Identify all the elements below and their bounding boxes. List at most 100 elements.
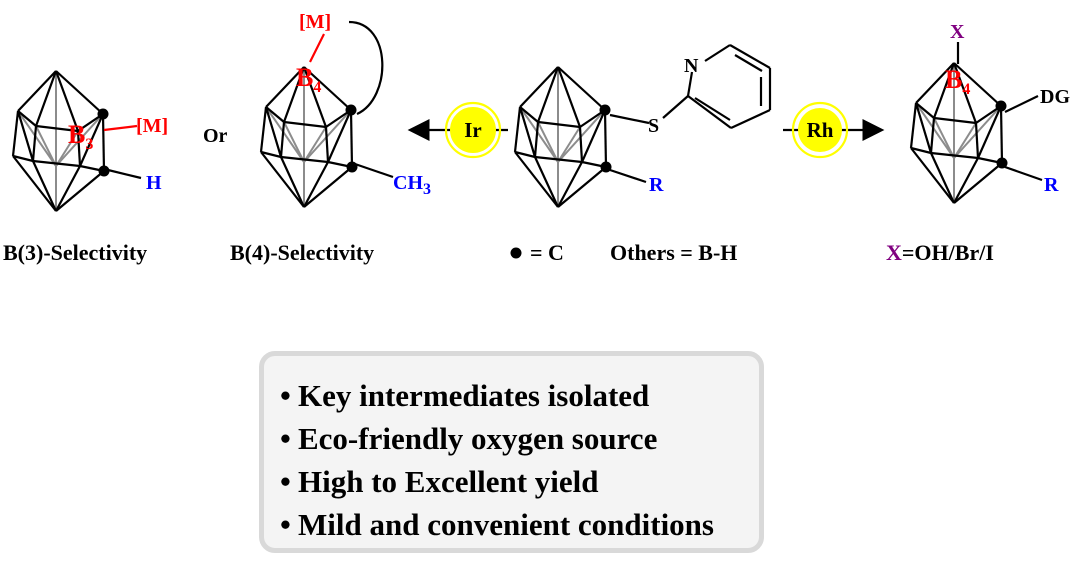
cage-bond [929, 117, 936, 154]
cage-bond [17, 110, 37, 127]
carborane-cage-product [909, 62, 1008, 204]
b3-atom-label: B3 [68, 120, 93, 153]
others-legend-label: Others = B-H [610, 240, 737, 265]
carborane-cage-b3 [11, 70, 110, 212]
features-list: •Key intermediates isolated •Eco-friendl… [280, 374, 759, 546]
cage-bond [283, 121, 305, 163]
cage-bond [910, 146, 932, 155]
carbon-vertex-icon [98, 165, 110, 177]
c-methyl-bond [354, 162, 394, 179]
carborane-cage-b4 [259, 66, 358, 208]
cage-bond [915, 102, 955, 159]
cage-bond [914, 102, 933, 154]
cage-bond [280, 155, 329, 164]
cage-bond [952, 62, 978, 124]
chelate-arc [348, 20, 384, 115]
cage-bond [557, 161, 583, 208]
c-h-bond [103, 167, 142, 180]
cage-bond [930, 151, 979, 160]
cage-bond [55, 165, 81, 212]
cage-bond [35, 125, 57, 167]
cage-bond [54, 70, 80, 132]
cage-bond [953, 122, 977, 159]
b4-substituents: [M] B4 CH3 [296, 11, 431, 198]
c-dg-bond [1004, 95, 1039, 113]
cage-bond [514, 150, 536, 159]
or-label: Or [203, 125, 228, 147]
cage-bond [260, 150, 282, 159]
x-label: X [950, 21, 965, 43]
x-options-label: X=OH/Br/I [886, 240, 994, 265]
cage-bond [533, 121, 540, 158]
directing-group-label: DG [1040, 86, 1070, 108]
carbon-vertex-icon [345, 104, 357, 116]
carbon-dot-legend-icon [510, 247, 522, 259]
cage-bond [260, 151, 305, 208]
cage-bond [580, 109, 607, 163]
features-box: •Key intermediates isolated •Eco-friendl… [259, 351, 764, 553]
cage-bond [12, 155, 57, 212]
cage-bond [265, 66, 305, 108]
b3-substituents: B3 [M] H [68, 115, 168, 194]
cage-bond [933, 117, 955, 159]
c-r-bond [1004, 165, 1043, 182]
cage-bond [264, 106, 283, 158]
cage-bond [999, 105, 1004, 164]
cage-bond [302, 66, 328, 128]
cage-bond [536, 66, 560, 123]
cage-bond [932, 62, 956, 119]
cage-bond [76, 130, 82, 167]
cage-bond [930, 152, 955, 204]
cage-bond [265, 106, 305, 163]
b3-selectivity-label: B(3)-Selectivity [3, 240, 147, 265]
c-r-bond [609, 168, 647, 184]
cage-bond [518, 106, 537, 158]
feature-item: •Key intermediates isolated [280, 378, 650, 413]
cage-bond [513, 106, 522, 153]
carbon-vertex-icon [346, 161, 358, 173]
b4-atom-label: B4 [296, 63, 321, 96]
b4-metal-bond [309, 33, 325, 63]
cage-bond [35, 124, 79, 133]
cage-bond [17, 70, 57, 112]
cage-bond [519, 106, 559, 163]
cage-bond [55, 170, 105, 212]
cage-bond [953, 62, 1002, 107]
yellow-circle-icon [798, 108, 842, 152]
cage-bond [78, 113, 105, 167]
cage-bond [31, 125, 38, 162]
cage-bond [283, 120, 327, 129]
cage-bond [556, 66, 582, 128]
ir-catalyst-label: Ir [464, 118, 482, 142]
feature-item: •High to Excellent yield [280, 464, 599, 499]
cage-bond [326, 109, 353, 163]
cage-bond [265, 106, 285, 123]
cage-bond [910, 147, 955, 204]
yellow-circle-icon [450, 107, 496, 153]
substrate-substituents: N S R [609, 44, 772, 196]
cage-bond [303, 66, 352, 111]
hydrogen-label: H [146, 172, 162, 194]
cage-bond [933, 116, 977, 125]
carbon-vertex-icon [996, 157, 1008, 169]
cage-bond [282, 66, 306, 123]
cage-bond [519, 66, 559, 108]
cage-bond [974, 122, 980, 159]
cage-bond [17, 110, 57, 167]
cage-bond [537, 121, 559, 163]
cage-bond [514, 151, 559, 208]
carbon-vertex-icon [97, 108, 109, 120]
carbon-legend-label: = C [530, 240, 564, 265]
cage-bond [953, 157, 979, 204]
cage-bond [34, 70, 58, 127]
cage-bond [32, 160, 57, 212]
cage-bond [101, 113, 106, 172]
cage-bond [11, 110, 20, 157]
cage-bond [32, 159, 81, 168]
sulfur-label: S [648, 115, 659, 137]
cage-bond [976, 105, 1003, 159]
cage-bond [557, 166, 607, 208]
cage-bond [557, 126, 581, 163]
b4-atom-label: B4 [945, 65, 970, 98]
cage-bond [534, 156, 559, 208]
